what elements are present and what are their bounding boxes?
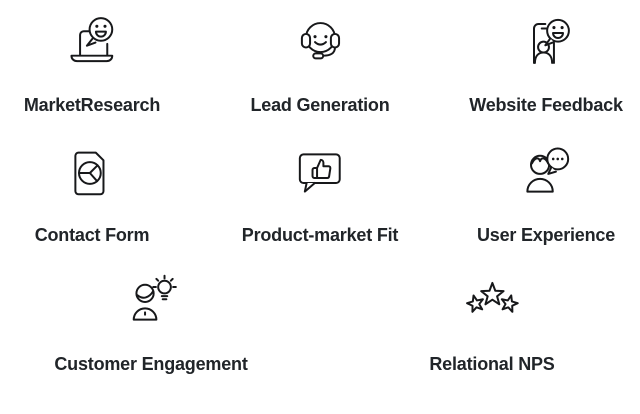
category-item-customer-engagement[interactable]: Customer Engagement [54,271,248,375]
category-label: MarketResearch [23,95,161,115]
phone-person-smiley-bubble-icon [517,12,575,74]
category-item-contact-form[interactable]: Contact Form [35,142,150,246]
category-item-user-experience[interactable]: User Experience [477,142,615,246]
category-label: Customer Engagement [54,354,248,374]
category-label: Relational NPS [429,354,555,374]
person-lightbulb-icon [122,271,180,333]
thumbs-up-speech-bubble-icon [291,142,349,204]
category-item-lead-generation[interactable]: Lead Generation [250,12,390,116]
category-item-website-feedback[interactable]: Website Feedback [469,12,623,116]
category-item-market-research[interactable]: MarketResearch [24,12,160,116]
category-label: Contact Form [34,225,150,245]
document-pie-chart-icon [63,142,121,204]
category-label: Website Feedback [469,95,623,115]
laptop-smiley-bubble-icon [63,12,121,74]
person-speech-bubble-dots-icon [517,142,575,204]
three-stars-icon [463,271,521,333]
category-item-product-market-fit[interactable]: Product-market Fit [242,142,398,246]
category-label: Product-market Fit [241,225,399,245]
category-label: User Experience [476,225,616,245]
headset-smiley-icon [291,12,349,74]
category-label: Lead Generation [250,95,390,115]
category-item-relational-nps[interactable]: Relational NPS [429,271,555,375]
